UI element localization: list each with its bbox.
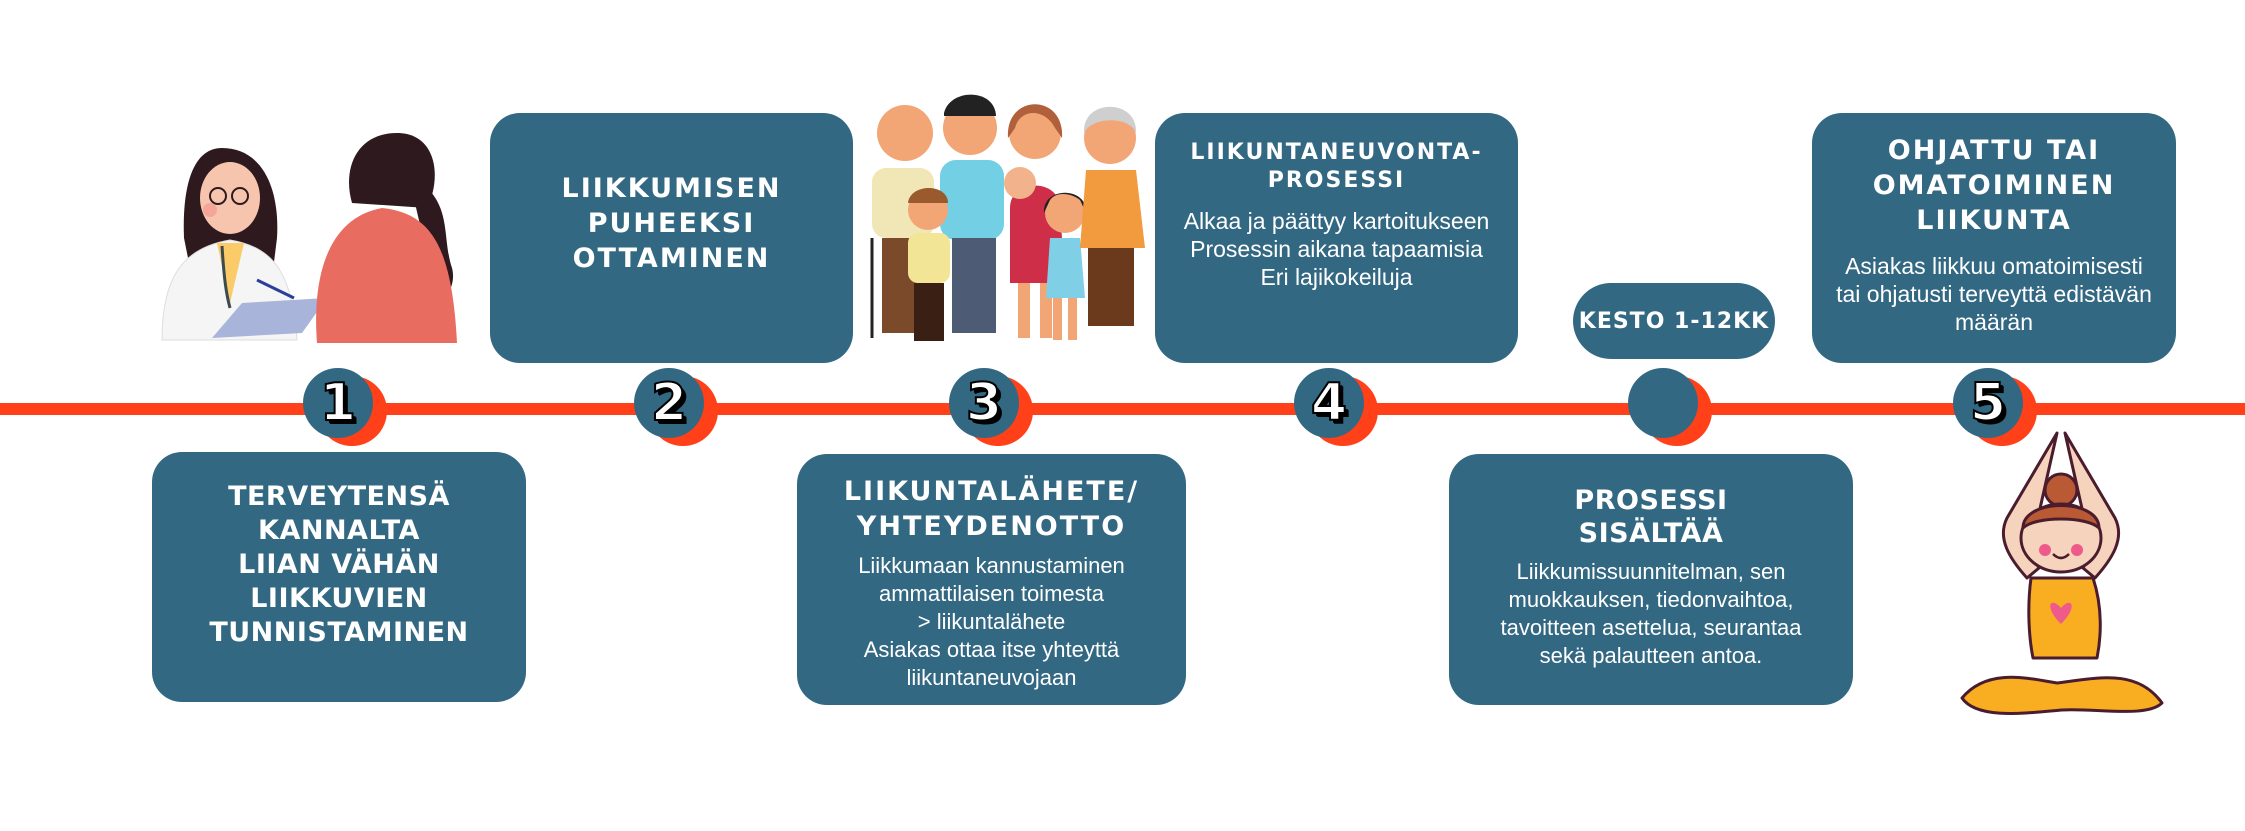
timeline-node-4: 4 bbox=[1294, 368, 1378, 446]
timeline-node-2: 2 bbox=[634, 368, 718, 446]
step-3-body: Liikkumaan kannustaminen ammattilaisen t… bbox=[858, 553, 1125, 690]
timeline-node-5: 5 bbox=[1953, 368, 2037, 446]
step-number-3: 3 bbox=[965, 373, 1003, 433]
timeline-node-3: 3 bbox=[949, 368, 1033, 446]
step-2-title: LIIKKUMISEN PUHEEKSI OTTAMINEN bbox=[561, 173, 782, 274]
timeline-node-duration bbox=[1628, 368, 1712, 446]
doctor-patient-illustration bbox=[161, 133, 457, 343]
step-3-card: LIIKUNTALÄHETE/ YHTEYDENOTTO Liikkumaan … bbox=[797, 454, 1186, 705]
process-content-body: Liikkumissuunnitelman, sen muokkauksen, … bbox=[1500, 559, 1802, 668]
process-content-card: PROSESSI SISÄLTÄÄ Liikkumissuunnitelman,… bbox=[1449, 454, 1853, 705]
duration-label: KESTO 1-12KK bbox=[1578, 308, 1770, 334]
node-disc: 3 bbox=[949, 368, 1019, 438]
step-2-card: LIIKKUMISEN PUHEEKSI OTTAMINEN bbox=[490, 113, 853, 363]
step-4-card: LIIKUNTANEUVONTA- PROSESSI Alkaa ja päät… bbox=[1155, 113, 1518, 363]
step-number-5: 5 bbox=[1969, 373, 2007, 433]
step-number-1: 1 bbox=[319, 373, 357, 433]
step-4-title: LIIKUNTANEUVONTA- PROSESSI bbox=[1190, 140, 1483, 193]
step-1-card: TERVEYTENSÄ KANNALTA LIIAN VÄHÄN LIIKKUV… bbox=[152, 452, 526, 702]
node-disc: 5 bbox=[1953, 368, 2023, 438]
family-illustration bbox=[870, 94, 1145, 341]
node-disc: 1 bbox=[303, 368, 373, 438]
node-disc bbox=[1628, 368, 1698, 438]
step-4-body: Alkaa ja päättyy kartoitukseen Prosessin… bbox=[1183, 208, 1490, 290]
step-number-2: 2 bbox=[650, 373, 688, 433]
timeline-node-1: 1 bbox=[303, 368, 387, 446]
yoga-person-illustration bbox=[1960, 431, 2164, 715]
step-5-title: OHJATTU TAI OMATOIMINEN LIIKUNTA bbox=[1872, 135, 2116, 236]
step-1-title: TERVEYTENSÄ KANNALTA LIIAN VÄHÄN LIIKKUV… bbox=[209, 481, 469, 648]
node-disc: 4 bbox=[1294, 368, 1364, 438]
step-number-4: 4 bbox=[1310, 373, 1348, 433]
step-5-card: OHJATTU TAI OMATOIMINEN LIIKUNTA Asiakas… bbox=[1812, 113, 2176, 363]
duration-pill: KESTO 1-12KK bbox=[1573, 283, 1775, 359]
node-disc: 2 bbox=[634, 368, 704, 438]
process-content-title: PROSESSI SISÄLTÄÄ bbox=[1574, 485, 1728, 549]
step-5-body: Asiakas liikkuu omatoimisesti tai ohjatu… bbox=[1836, 253, 2152, 335]
step-3-title: LIIKUNTALÄHETE/ YHTEYDENOTTO bbox=[843, 476, 1140, 542]
